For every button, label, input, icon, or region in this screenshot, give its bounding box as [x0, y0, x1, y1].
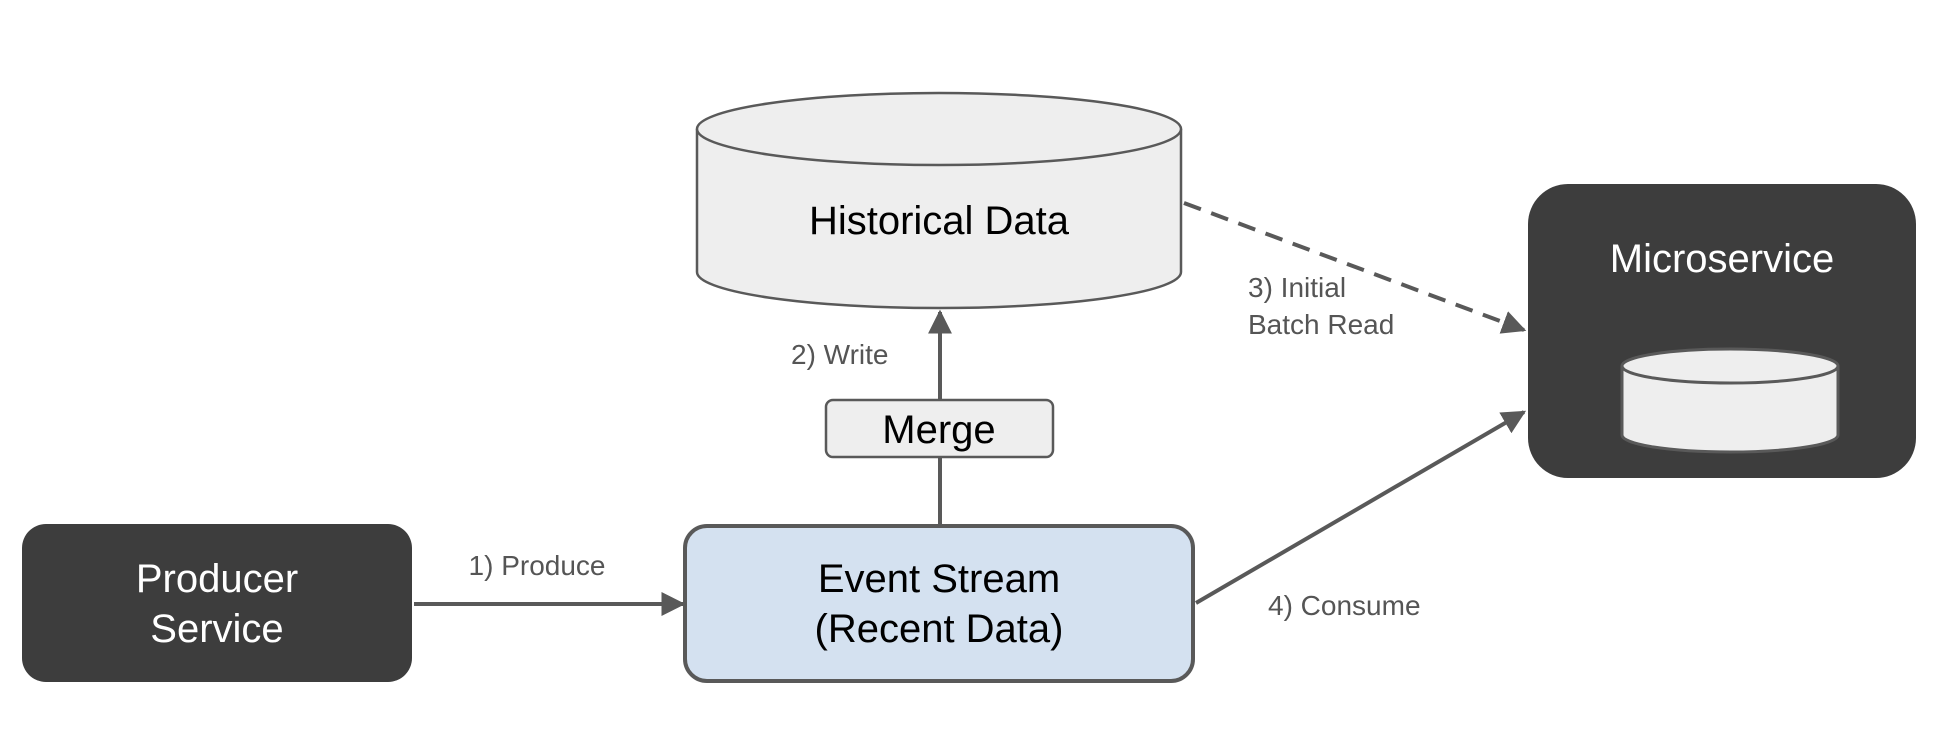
- produce-label: 1) Produce: [469, 550, 606, 581]
- event-stream-label-line2: (Recent Data): [815, 607, 1064, 651]
- microservice-node: Microservice: [1528, 184, 1916, 478]
- batch-read-label-line1: 3) Initial: [1248, 272, 1346, 303]
- event-stream-label-line1: Event Stream: [818, 557, 1060, 601]
- microservice-label: Microservice: [1610, 237, 1834, 281]
- consume-label: 4) Consume: [1268, 590, 1421, 621]
- historical-data-label: Historical Data: [809, 199, 1070, 243]
- batch-read-arrow: [1183, 201, 1527, 334]
- historical-data-node: Historical Data: [695, 91, 1183, 310]
- write-label: 2) Write: [791, 339, 889, 370]
- consume-arrow: [1194, 410, 1527, 605]
- merge-node: Merge: [824, 398, 1055, 459]
- producer-service-node: Producer Service: [22, 524, 412, 682]
- producer-service-label-line1: Producer: [136, 557, 298, 601]
- event-stream-node: Event Stream (Recent Data): [683, 524, 1195, 683]
- microservice-database-icon: [1620, 347, 1840, 454]
- producer-service-label-line2: Service: [150, 607, 283, 651]
- batch-read-label-line2: Batch Read: [1248, 309, 1394, 340]
- merge-label: Merge: [882, 408, 995, 452]
